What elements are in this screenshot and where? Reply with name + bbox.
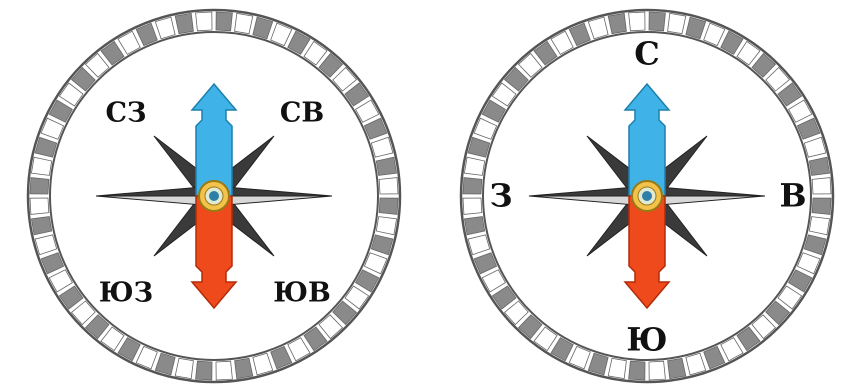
ring-segment <box>649 12 665 31</box>
compass-cardinal: С В Ю З <box>428 0 856 392</box>
label-north: С <box>634 35 659 73</box>
label-northwest: СЗ <box>106 98 147 129</box>
ring-segment <box>812 178 831 194</box>
ring-segment <box>629 12 645 31</box>
label-southwest: ЮЗ <box>99 278 153 309</box>
ring-segment <box>30 178 49 194</box>
ring-segment <box>216 12 232 31</box>
ring-segment <box>216 361 232 380</box>
ring-segment <box>30 198 49 214</box>
ring-segment <box>196 361 212 380</box>
compass-intercardinal: СЗ СВ ЮЗ ЮВ <box>0 0 428 392</box>
label-west: З <box>489 177 512 215</box>
ring-segment <box>196 12 212 31</box>
ring-segment <box>649 361 665 380</box>
ring-segment <box>463 178 482 194</box>
ring-segment <box>463 198 482 214</box>
ring-segment <box>812 198 831 214</box>
label-northeast: СВ <box>280 98 324 129</box>
label-southeast: ЮВ <box>273 278 331 309</box>
ring-segment <box>629 361 645 380</box>
ring-segment <box>379 198 398 214</box>
label-east: В <box>779 177 806 215</box>
ring-segment <box>379 178 398 194</box>
label-south: Ю <box>626 321 667 359</box>
